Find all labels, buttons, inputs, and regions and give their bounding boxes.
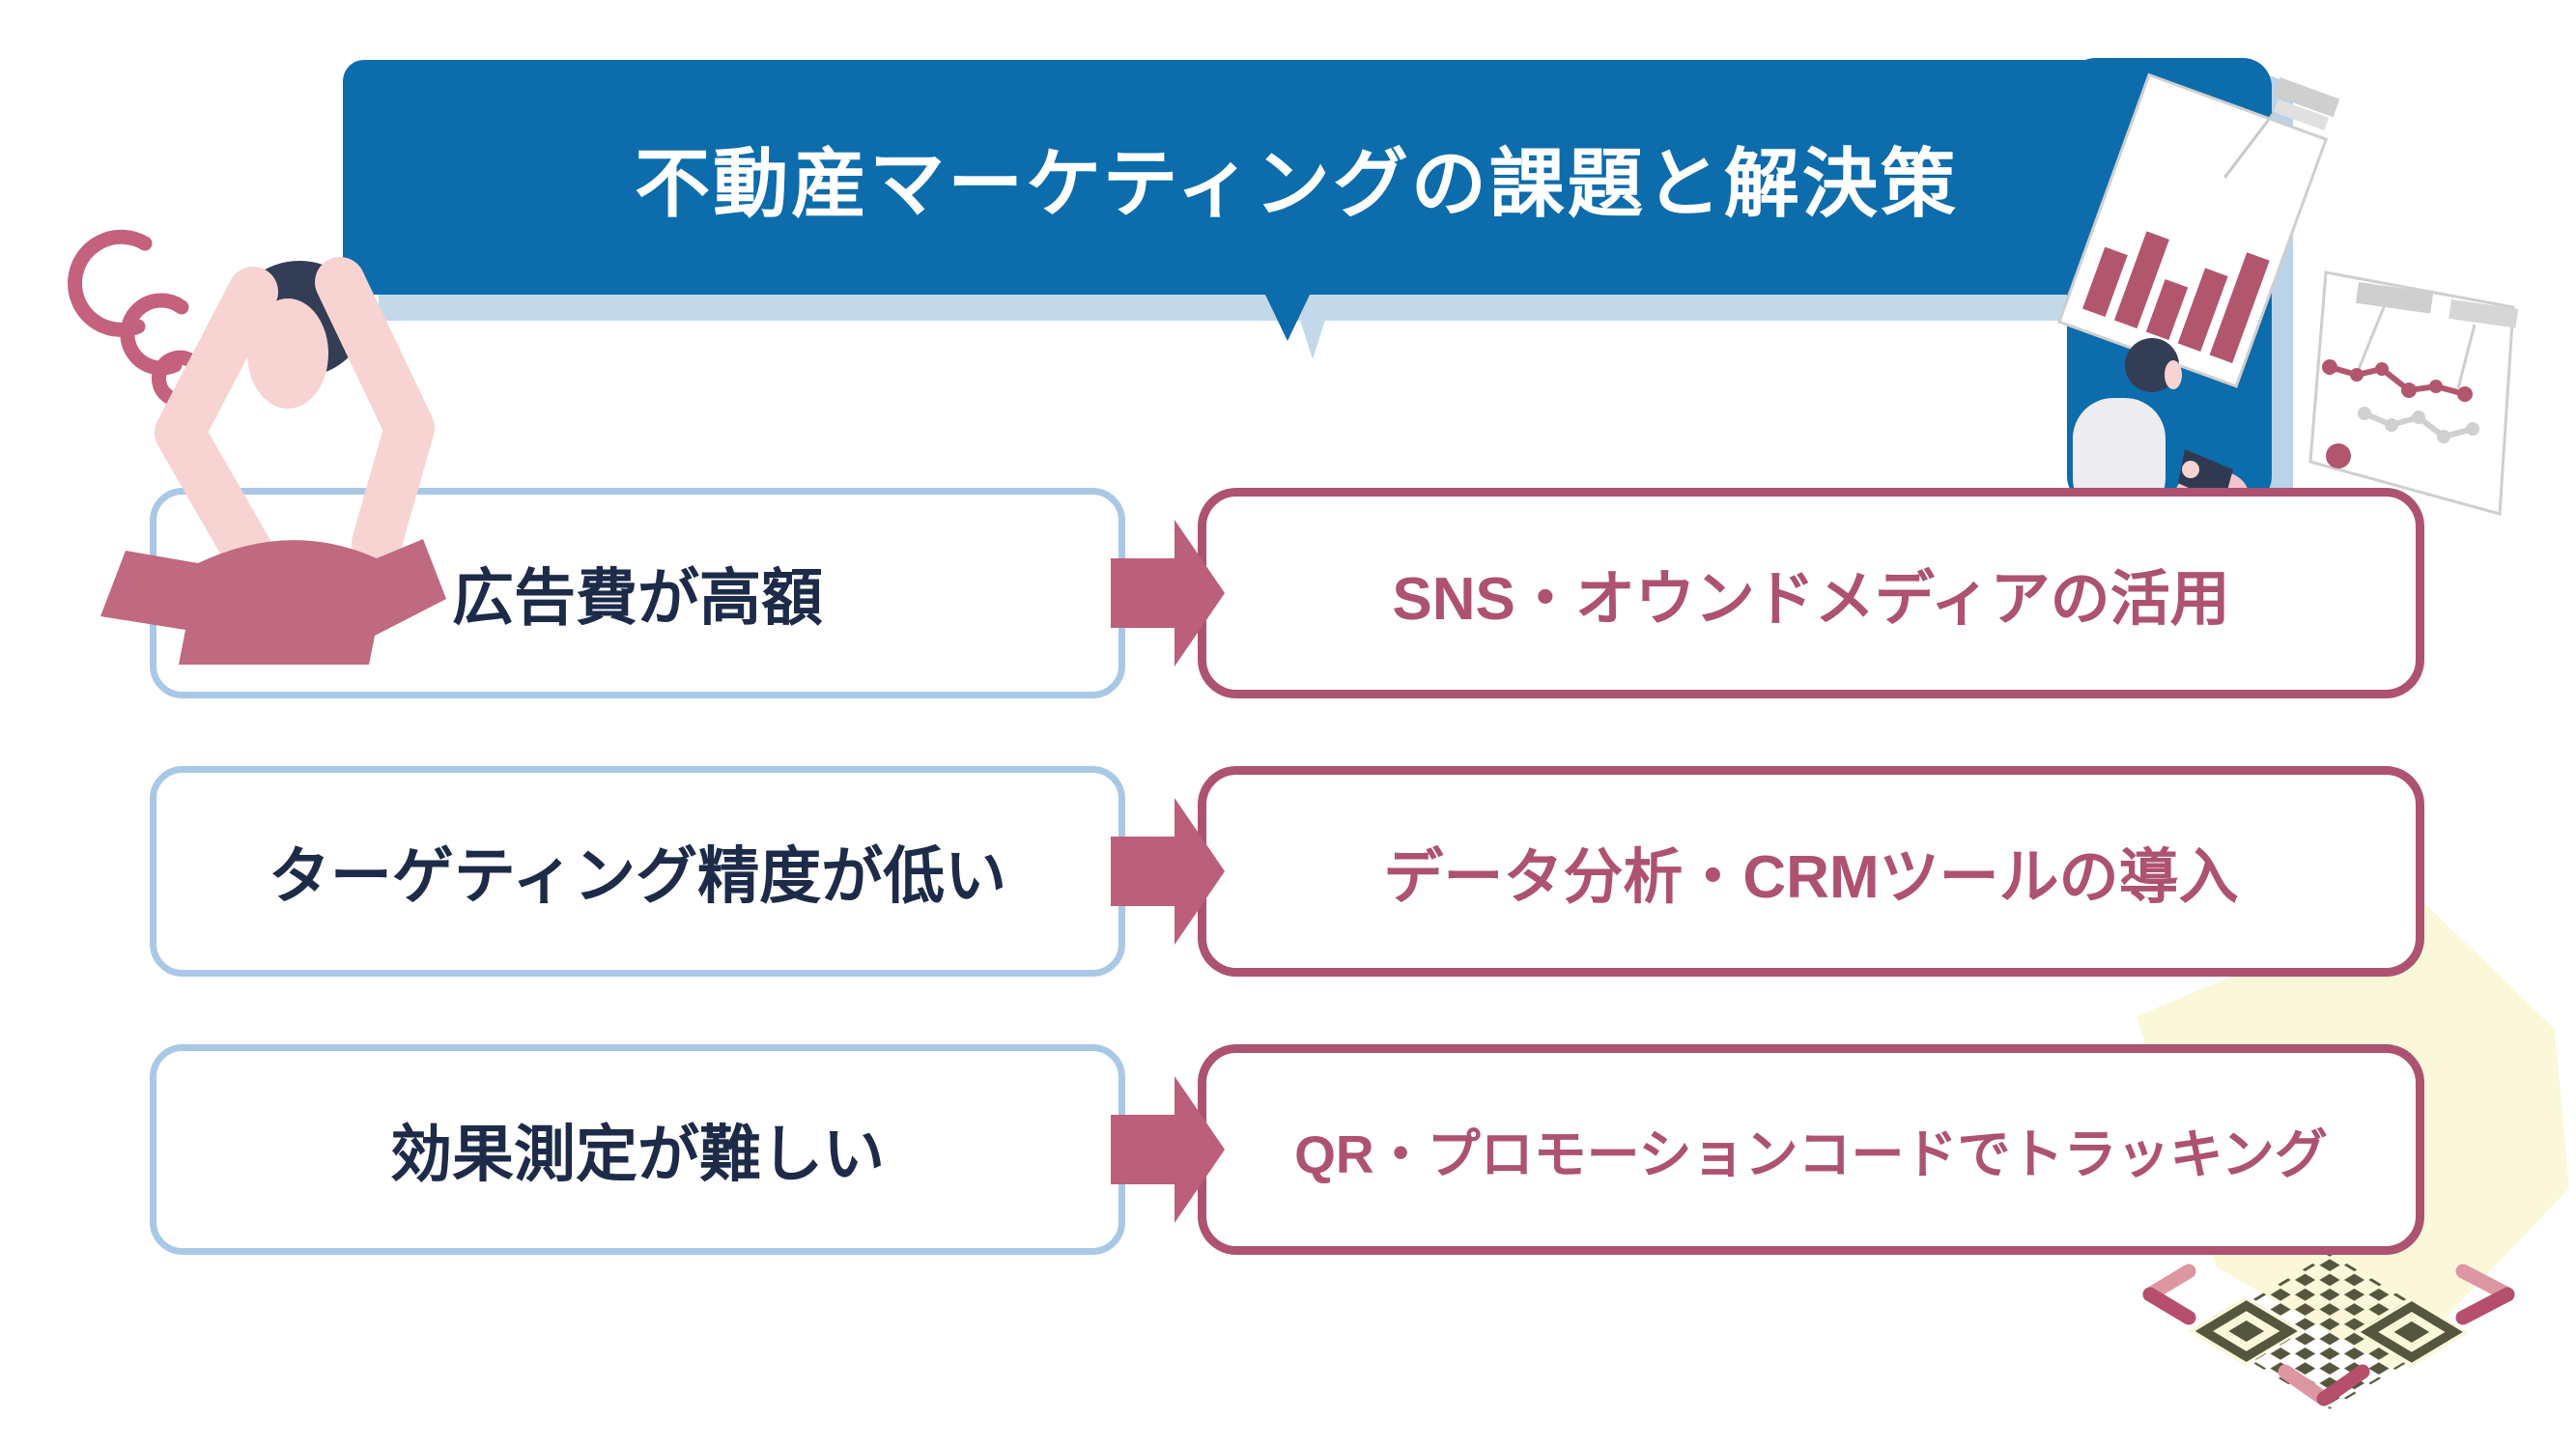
solution-label-3: QR・プロモーションコードでトラッキング xyxy=(1294,1124,2328,1184)
problem-label-3: 効果測定が難しい xyxy=(390,1120,885,1189)
problem-label-1: 広告費が高額 xyxy=(452,563,823,633)
line-chart-panel-icon xyxy=(2308,270,2519,516)
qr-code-isometric-icon xyxy=(2187,1253,2470,1409)
problem-box-1: 広告費が高額 xyxy=(150,488,1125,698)
page-title: 不動産マーケティングの課題と解決策 xyxy=(635,140,1959,226)
solution-box-2: データ分析・CRMツールの導入 xyxy=(1198,766,2424,977)
problem-box-3: 効果測定が難しい xyxy=(150,1044,1125,1255)
title-banner: 不動産マーケティングの課題と解決策 xyxy=(343,60,2250,295)
person-face xyxy=(247,298,328,409)
banner-tail xyxy=(1264,293,1311,341)
solution-box-1: SNS・オウンドメディアの活用 xyxy=(1198,488,2424,698)
solution-label-2: データ分析・CRMツールの導入 xyxy=(1383,844,2239,911)
problem-label-2: ターゲティング精度が低い xyxy=(268,841,1007,911)
problem-box-2: ターゲティング精度が低い xyxy=(150,766,1125,977)
confusion-squiggle-icon xyxy=(68,229,207,408)
solution-label-1: SNS・オウンドメディアの活用 xyxy=(1392,566,2230,633)
solution-box-3: QR・プロモーションコードでトラッキング xyxy=(1198,1044,2424,1255)
scan-chevrons-icon xyxy=(2142,1264,2515,1406)
